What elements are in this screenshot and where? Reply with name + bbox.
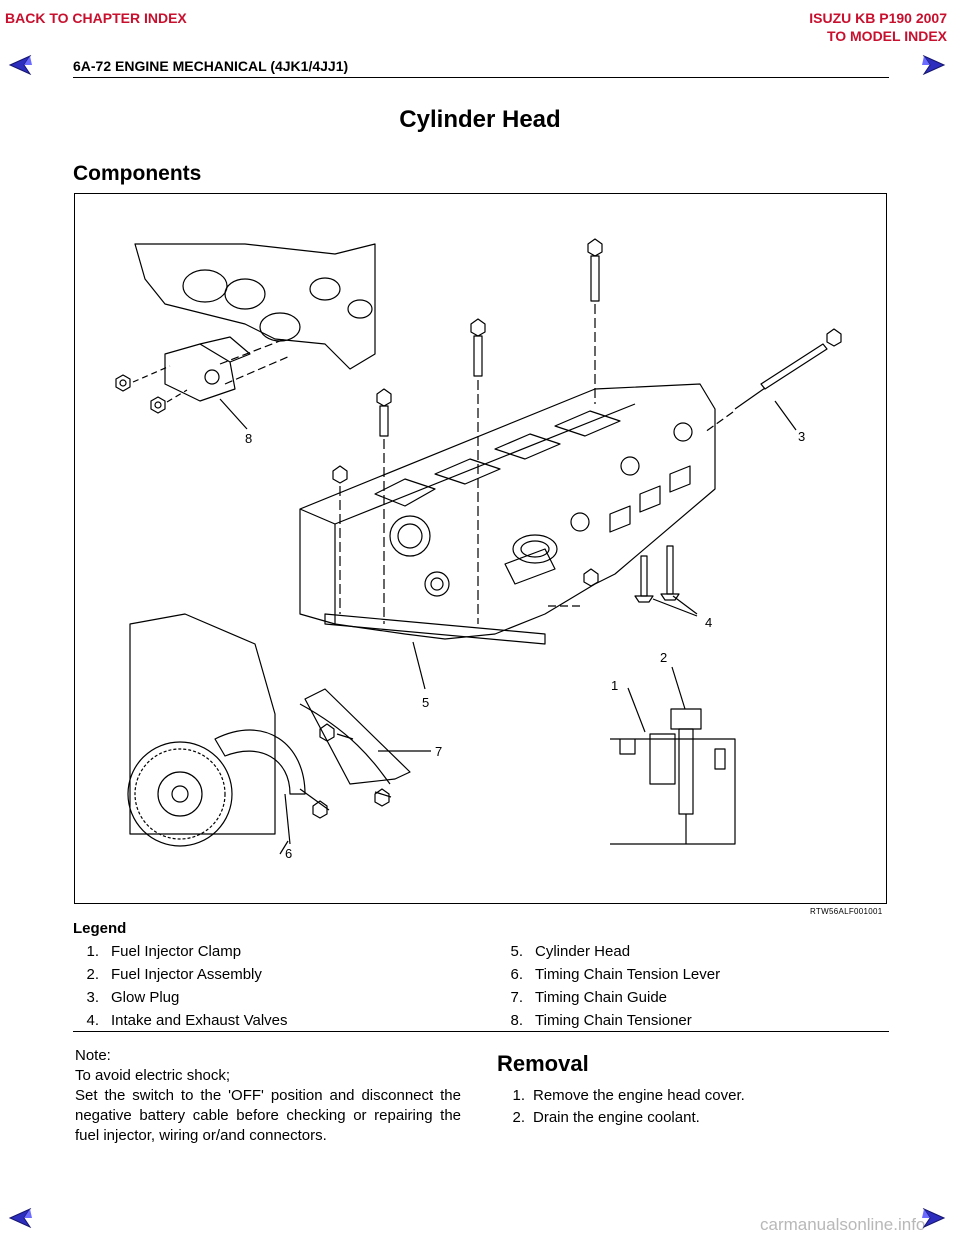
header-divider <box>73 77 889 78</box>
legend-num: 6. <box>510 966 523 983</box>
glow-plug <box>704 328 842 433</box>
step-num: 1. <box>512 1087 525 1104</box>
page-header-title: 6A-72 ENGINE MECHANICAL (4JK1/4JJ1) <box>73 58 349 74</box>
note-body: Set the switch to the 'OFF' position and… <box>75 1087 461 1144</box>
legend-num: 5. <box>510 943 523 960</box>
callout-6: 6 <box>285 846 292 861</box>
previous-page-bottom-arrow-icon[interactable] <box>8 1208 34 1228</box>
legend-item: 8. Timing Chain Tensioner <box>497 1012 877 1029</box>
model-title-link[interactable]: ISUZU KB P190 2007 <box>809 10 947 26</box>
to-model-index-link[interactable]: TO MODEL INDEX <box>826 28 947 44</box>
legend-num: 1. <box>86 943 99 960</box>
removal-step: 2. Drain the engine coolant. <box>497 1109 877 1126</box>
next-page-bottom-arrow-icon[interactable] <box>920 1208 946 1228</box>
legend-right-column: 5. Cylinder Head 6. Timing Chain Tension L… <box>497 943 877 1029</box>
note-heading: Note: <box>75 1047 111 1064</box>
step-text: Remove the engine head cover. <box>533 1087 745 1104</box>
removal-step: 1. Remove the engine head cover. <box>497 1087 877 1104</box>
legend-num: 4. <box>86 1012 99 1029</box>
engine-block-upper-fragment <box>134 243 376 402</box>
cylinder-head-exploded-diagram: 8 3 4 5 2 1 7 6 <box>115 238 842 861</box>
legend-num: 7. <box>510 989 523 1006</box>
previous-page-arrow-icon[interactable] <box>8 55 34 75</box>
callout-8: 8 <box>245 431 252 446</box>
legend-title: Legend <box>73 920 127 937</box>
back-to-chapter-index-link[interactable]: BACK TO CHAPTER INDEX <box>5 10 187 26</box>
injector-inset <box>610 708 736 845</box>
note-block: Note: To avoid electric shock; Set the s… <box>75 1046 461 1146</box>
legend-item: 1. Fuel Injector Clamp <box>73 943 493 960</box>
callout-leader-lines <box>219 398 797 855</box>
legend-label: Glow Plug <box>111 989 180 1006</box>
removal-steps: 1. Remove the engine head cover. 2. Drain … <box>497 1087 877 1131</box>
legend-item: 4. Intake and Exhaust Valves <box>73 1012 493 1029</box>
step-num: 2. <box>512 1109 525 1126</box>
watermark: carmanualsonline.info <box>760 1215 926 1234</box>
legend-label: Fuel Injector Assembly <box>111 966 262 983</box>
legend-label: Timing Chain Guide <box>535 989 668 1006</box>
legend-label: Fuel Injector Clamp <box>111 943 242 960</box>
legend-left-column: 1. Fuel Injector Clamp 2. Fuel Injector As… <box>73 943 493 1029</box>
next-page-arrow-icon[interactable] <box>920 55 946 75</box>
section-subtitle: Components <box>73 162 202 185</box>
legend-item: 2. Fuel Injector Assembly <box>73 966 493 983</box>
callout-3: 3 <box>798 429 805 444</box>
legend-label: Timing Chain Tension Lever <box>535 966 721 983</box>
legend-num: 3. <box>86 989 99 1006</box>
note-warning: To avoid electric shock; <box>75 1067 231 1084</box>
callout-7: 7 <box>435 744 442 759</box>
cylinder-head-body <box>299 383 716 645</box>
legend-num: 8. <box>510 1012 523 1029</box>
legend-item: 7. Timing Chain Guide <box>497 989 877 1006</box>
page-title: Cylinder Head <box>399 106 561 133</box>
legend-label: Intake and Exhaust Valves <box>111 1012 288 1029</box>
removal-heading: Removal <box>497 1051 589 1076</box>
legend-label: Cylinder Head <box>535 943 631 960</box>
figure-id: RTW56ALF001001 <box>810 907 883 916</box>
engine-block-lower-fragment <box>127 613 411 847</box>
valves <box>634 545 680 603</box>
legend-item: 6. Timing Chain Tension Lever <box>497 966 877 983</box>
components-figure: 8 3 4 5 2 1 7 6 <box>74 193 887 904</box>
legend-num: 2. <box>86 966 99 983</box>
tensioner-bolts <box>115 365 188 414</box>
callout-1: 1 <box>611 678 618 693</box>
step-text: Drain the engine coolant. <box>533 1109 700 1126</box>
legend-divider <box>73 1031 889 1032</box>
head-bolts <box>332 238 603 624</box>
legend-item: 3. Glow Plug <box>73 989 493 1006</box>
callout-2: 2 <box>660 650 667 665</box>
callout-4: 4 <box>705 615 712 630</box>
legend-item: 5. Cylinder Head <box>497 943 877 960</box>
callout-5: 5 <box>422 695 429 710</box>
legend-label: Timing Chain Tensioner <box>535 1012 692 1029</box>
